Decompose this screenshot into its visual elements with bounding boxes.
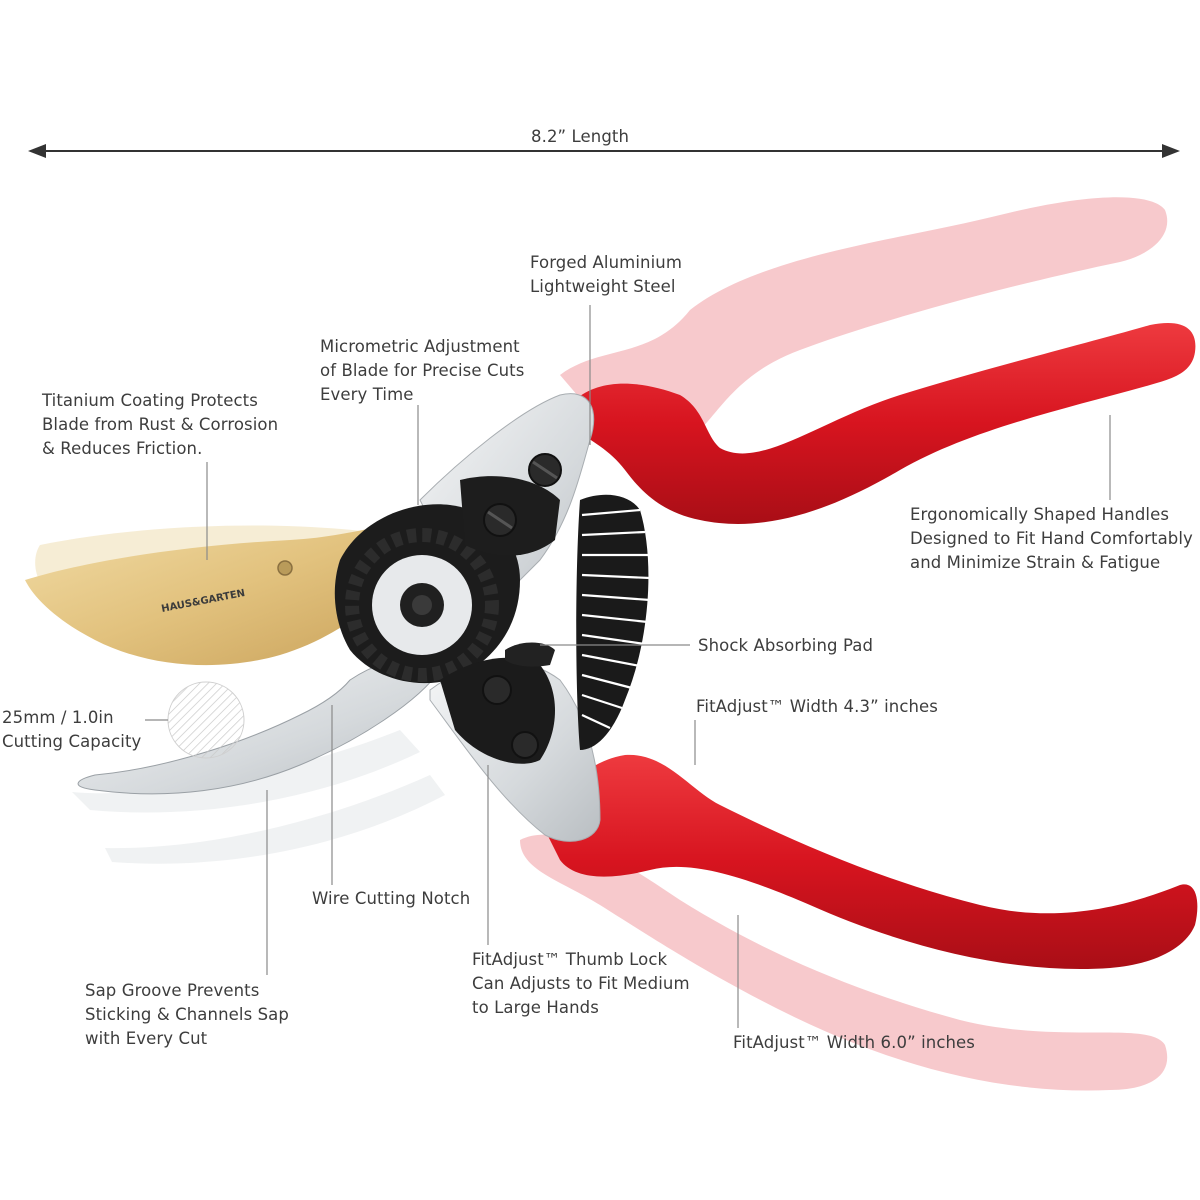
titanium-blade: [25, 525, 400, 666]
titanium-coating-label: Titanium Coating Protects Blade from Rus…: [42, 391, 279, 458]
ergonomic-handles-label: Ergonomically Shaped Handles Designed to…: [910, 505, 1193, 572]
top-red-handle: [575, 323, 1196, 524]
fitadjust-width-60-label: FitAdjust™ Width 6.0” inches: [733, 1033, 976, 1052]
fitadjust-width-43-label: FitAdjust™ Width 4.3” inches: [696, 697, 939, 716]
shock-absorbing-pad: [576, 494, 651, 750]
bottom-red-handle: [540, 754, 1198, 970]
leader-lines: [145, 305, 1111, 1028]
forged-aluminium-label: Forged Aluminium Lightweight Steel: [530, 253, 682, 296]
cutting-capacity-label: 25mm / 1.0in Cutting Capacity: [2, 708, 142, 751]
thumb-lock-label: FitAdjust™ Thumb Lock Can Adjusts to Fit…: [472, 950, 690, 1017]
micrometric-adjustment-label: Micrometric Adjustment of Blade for Prec…: [320, 337, 525, 404]
length-dimension-arrow: [28, 144, 1180, 158]
shock-pad-label: Shock Absorbing Pad: [698, 636, 874, 655]
sap-groove-label: Sap Groove Prevents Sticking & Channels …: [85, 981, 289, 1048]
length-label: 8.2” Length: [531, 127, 630, 146]
gear-mechanism: [334, 453, 562, 764]
wire-cutting-notch-label: Wire Cutting Notch: [312, 889, 471, 908]
cutting-capacity-circle: [167, 681, 245, 759]
blade-rivet: [277, 560, 293, 576]
